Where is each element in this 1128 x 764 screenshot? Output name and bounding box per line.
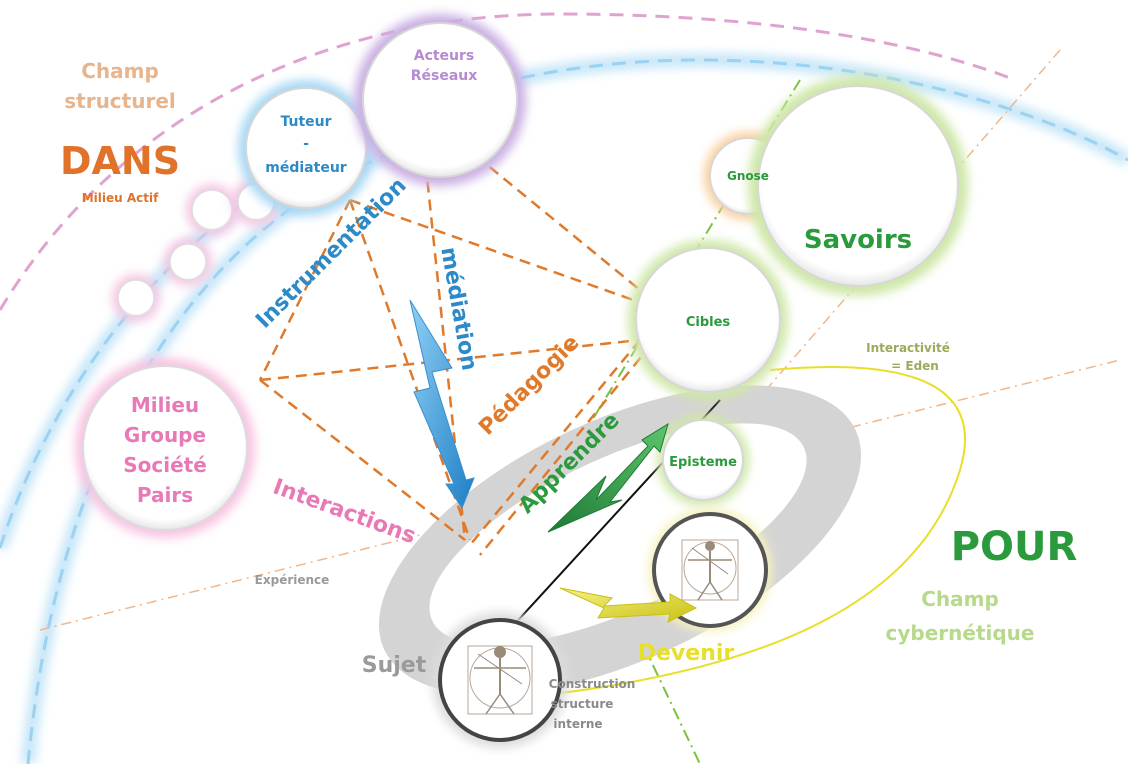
milieu-actif-label: Milieu Actif [82,191,159,205]
apprendre-bolt-arrow [547,422,669,533]
cibles-label: Cibles [686,315,731,330]
tuteur-label: Tuteur [280,114,331,130]
svg-text:-: - [303,136,309,152]
acteurs-circle [354,14,526,186]
svg-text:Réseaux: Réseaux [411,68,478,84]
acteurs-label: Acteurs [414,48,475,64]
episteme-label: Episteme [669,455,737,470]
dans-label: DANS [60,139,180,183]
svg-text:structurel: structurel [64,89,176,113]
construction-label: Construction [549,677,636,691]
savoirs-circle [748,76,968,296]
pedagogie-label: Pédagogie [474,330,584,440]
interactivity-loop [469,365,966,703]
champ-cybernetique-label: Champ [921,587,999,611]
svg-text:Groupe: Groupe [124,423,206,447]
episteme-circle [657,414,749,506]
milieu-circle [75,358,255,538]
cibles-circle [628,240,788,400]
pink-dashed-arc [0,12,1011,311]
savoirs-label: Savoirs [804,225,912,255]
svg-text:= Eden: = Eden [891,359,939,373]
svg-text:Pairs: Pairs [137,483,193,507]
svg-text:médiateur: médiateur [265,160,347,176]
gnose-label: Gnose [727,169,769,183]
svg-text:interne: interne [553,717,602,731]
vitruvian-figure-sujet [432,612,568,748]
svg-text:Société: Société [123,453,207,477]
interactivite-label: Interactivité [866,341,950,355]
svg-text:cybernétique: cybernétique [886,621,1035,645]
mediation-bolt-arrow [409,299,475,510]
tuteur-circle [238,80,374,216]
champ-structurel-label: Champ [81,59,159,83]
pour-label: POUR [951,524,1078,570]
svg-text:structure: structure [551,697,614,711]
devenir-bolt-arrow [559,587,698,623]
experience-label: Expérience [255,573,330,587]
devenir-label: Devenir [638,641,735,666]
sujet-label: Sujet [362,653,427,678]
milieu-label: Milieu [131,393,199,417]
